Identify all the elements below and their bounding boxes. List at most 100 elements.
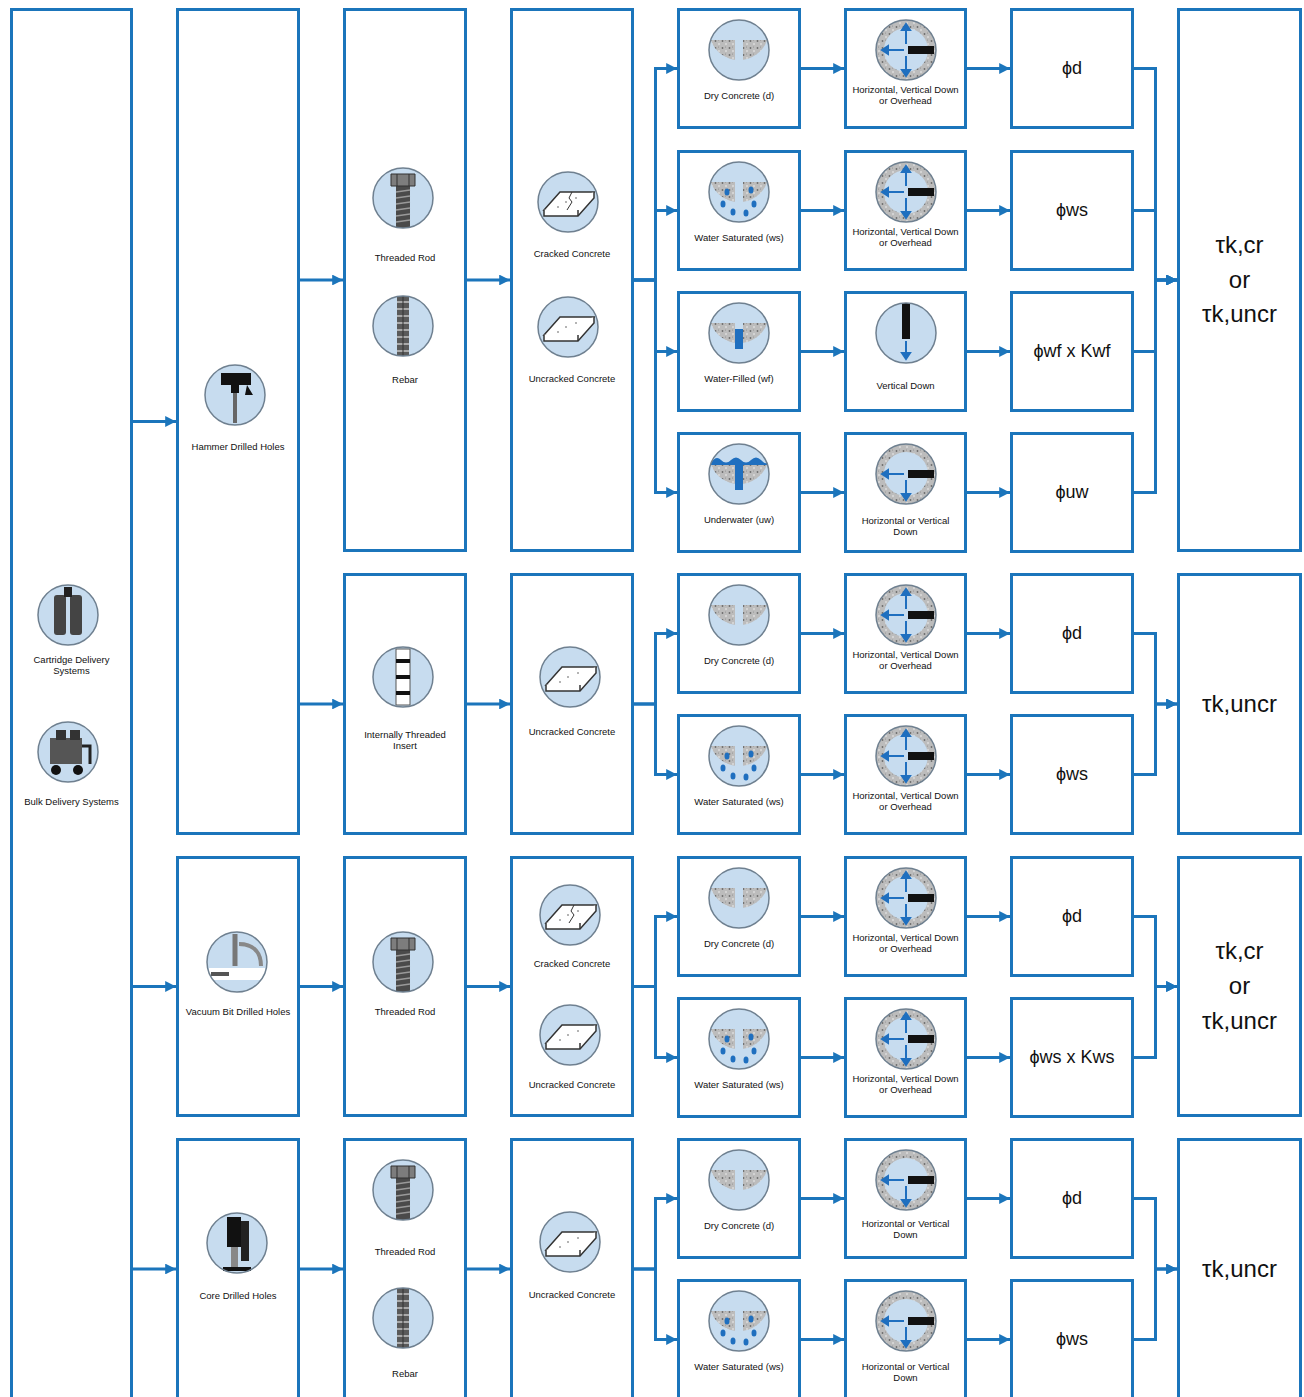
process-box: Threaded Rod <box>343 856 467 1117</box>
process-box: Dry Concrete (d) <box>677 1138 801 1259</box>
box-label: Horizontal or Vertical Down <box>847 1218 964 1241</box>
box-value: ϕd <box>1062 906 1082 928</box>
process-box: τk,uncr <box>1177 1138 1302 1397</box>
box-value: τk,cr <box>1215 231 1263 260</box>
box-label: Horizontal, Vertical Down or Overhead <box>847 649 964 672</box>
box-label: Water-Filled (wf) <box>680 373 798 384</box>
process-box: Dry Concrete (d) <box>677 8 801 129</box>
box-value: ϕd <box>1062 58 1082 80</box>
box-value: τk,uncr <box>1202 690 1277 719</box>
process-box: τk,crorτk,uncr <box>1177 8 1302 552</box>
flow-arrow <box>967 915 1010 918</box>
flow-arrow <box>1134 704 1177 775</box>
flow-arrow <box>801 1338 844 1341</box>
flow-arrow <box>1134 987 1177 1058</box>
process-box: Uncracked Concrete <box>510 1138 634 1397</box>
flow-arrow <box>801 1197 844 1200</box>
process-box: ϕuw <box>1010 432 1134 553</box>
box-value: ϕws <box>1056 1329 1088 1351</box>
box-label: Threaded Rod <box>346 252 464 263</box>
flow-arrow <box>801 491 844 494</box>
flow-arrow <box>467 279 510 282</box>
flow-arrow <box>801 67 844 70</box>
process-box: ϕws <box>1010 150 1134 271</box>
flow-arrow <box>1134 211 1177 281</box>
box-label: Dry Concrete (d) <box>680 938 798 949</box>
process-box: ϕwf x Kwf <box>1010 291 1134 412</box>
box-value: ϕwf x Kwf <box>1033 341 1110 363</box>
box-label: Horizontal, Vertical Down or Overhead <box>847 790 964 813</box>
box-label: Uncracked Concrete <box>513 1289 631 1300</box>
box-label: Threaded Rod <box>346 1246 464 1257</box>
process-box: ϕd <box>1010 1138 1134 1259</box>
flow-arrow <box>967 632 1010 635</box>
box-label: Horizontal, Vertical Down or Overhead <box>847 84 964 107</box>
process-box: ϕd <box>1010 573 1134 694</box>
box-label: Dry Concrete (d) <box>680 1220 798 1231</box>
process-box: Water Saturated (ws) <box>677 714 801 835</box>
flow-arrow <box>133 1268 176 1271</box>
box-label: Water Saturated (ws) <box>680 1079 798 1090</box>
flow-arrow <box>801 1056 844 1059</box>
flow-arrow <box>634 1199 677 1270</box>
process-box: Water Saturated (ws) <box>677 150 801 271</box>
flow-arrow <box>634 280 677 493</box>
box-value: τk,uncr <box>1202 1007 1277 1036</box>
flow-arrow <box>801 209 844 212</box>
icons <box>38 20 936 1351</box>
process-box: τk,uncr <box>1177 573 1302 835</box>
process-box: Vacuum Bit Drilled Holes <box>176 856 300 1117</box>
process-box: Horizontal or Vertical Down <box>844 1279 967 1397</box>
box-label: Cracked Concrete <box>513 248 631 259</box>
flow-arrow <box>634 987 677 1058</box>
flow-arrow <box>300 703 343 706</box>
box-value: τk,uncr <box>1202 1255 1277 1284</box>
process-box: Water-Filled (wf) <box>677 291 801 412</box>
flow-arrow <box>967 1056 1010 1059</box>
flow-arrow <box>801 350 844 353</box>
box-label: Water Saturated (ws) <box>680 1361 798 1372</box>
box-value: ϕuw <box>1055 482 1088 504</box>
box-label: Hammer Drilled Holes <box>179 441 297 452</box>
process-box: Horizontal or Vertical Down <box>844 1138 967 1259</box>
process-box: Vertical Down <box>844 291 967 412</box>
flow-arrow <box>1134 69 1177 281</box>
flow-arrow <box>967 1197 1010 1200</box>
flow-arrow <box>1134 1269 1177 1340</box>
flow-arrow <box>967 209 1010 212</box>
process-box: Horizontal, Vertical Down or Overhead <box>844 150 967 271</box>
box-label: Vacuum Bit Drilled Holes <box>179 1006 297 1017</box>
process-box: Horizontal, Vertical Down or Overhead <box>844 997 967 1118</box>
box-label: Uncracked Concrete <box>513 726 631 737</box>
flow-arrow <box>967 1338 1010 1341</box>
box-label: Vertical Down <box>847 380 964 391</box>
process-box: Uncracked Concrete <box>510 573 634 835</box>
box-value: ϕd <box>1062 1188 1082 1210</box>
process-box: ϕws <box>1010 1279 1134 1397</box>
flow-arrow <box>634 211 677 281</box>
box-label: Bulk Delivery Systems <box>13 796 130 807</box>
process-box: Hammer Drilled Holes <box>176 8 300 835</box>
flow-arrow <box>133 420 176 423</box>
process-box: ϕd <box>1010 8 1134 129</box>
process-box: Horizontal, Vertical Down or Overhead <box>844 856 967 977</box>
box-label: Dry Concrete (d) <box>680 90 798 101</box>
flow-arrow <box>634 634 677 705</box>
process-box: Internally Threaded Insert <box>343 573 467 835</box>
box-label: Dry Concrete (d) <box>680 655 798 666</box>
box-label: Rebar <box>346 374 464 385</box>
flow-arrow <box>801 915 844 918</box>
box-value: ϕws x Kws <box>1029 1047 1114 1069</box>
flow-arrow <box>967 350 1010 353</box>
box-label: Water Saturated (ws) <box>680 796 798 807</box>
flow-arrow <box>300 1268 343 1271</box>
box-value: or <box>1229 260 1250 301</box>
box-label: Horizontal, Vertical Down or Overhead <box>847 1073 964 1096</box>
box-label: Horizontal, Vertical Down or Overhead <box>847 226 964 249</box>
process-box: Cracked ConcreteUncracked Concrete <box>510 856 634 1117</box>
process-box: Water Saturated (ws) <box>677 1279 801 1397</box>
flow-arrow <box>300 985 343 988</box>
box-label: Cartridge Delivery Systems <box>13 654 130 677</box>
